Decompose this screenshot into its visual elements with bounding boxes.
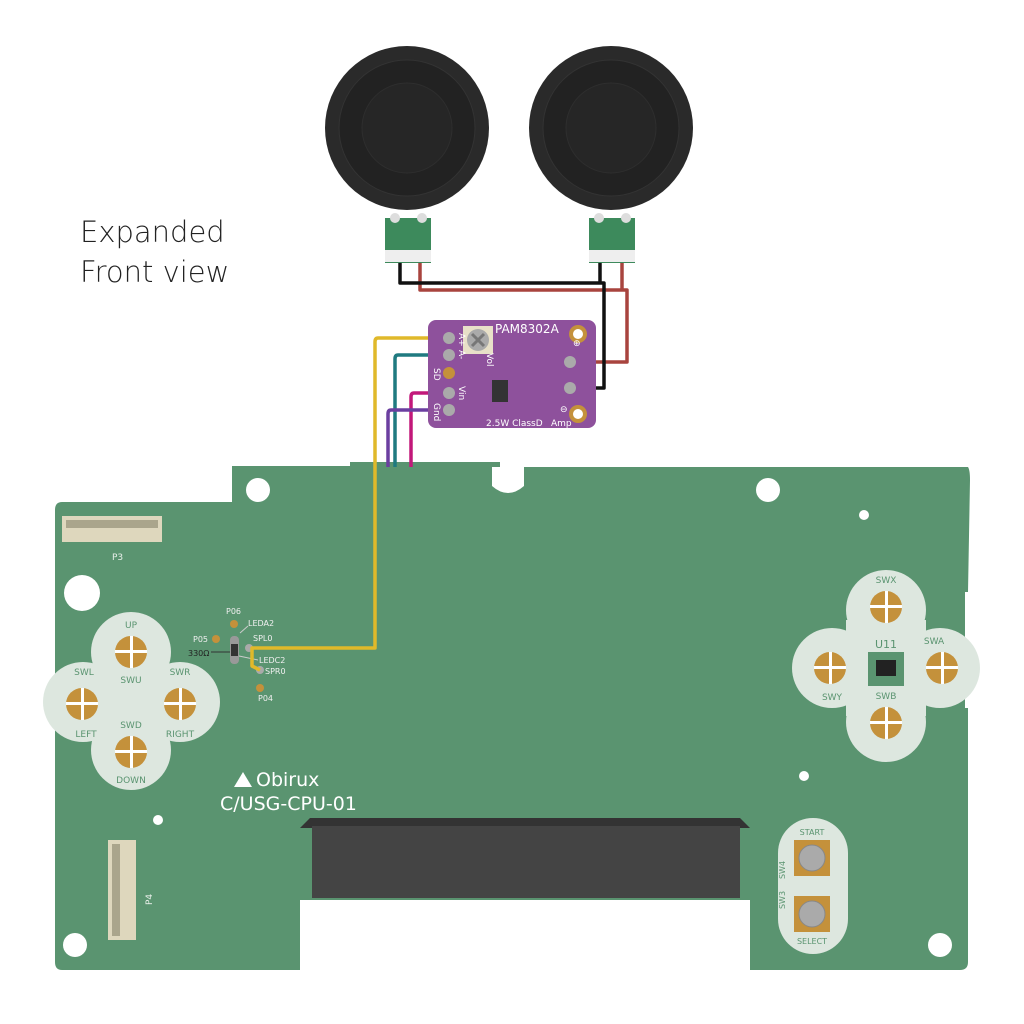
swd-label: SWD xyxy=(120,721,142,731)
vol-label: Vol xyxy=(484,353,494,366)
pcb-board xyxy=(55,462,970,970)
p3-connector xyxy=(62,516,162,542)
brand-label: Obirux xyxy=(256,769,319,791)
wire-vin xyxy=(409,391,447,467)
p4-label: P4 xyxy=(145,894,155,905)
start-button[interactable] xyxy=(798,844,826,872)
swy-label: SWY xyxy=(822,693,843,703)
select-label: SELECT xyxy=(797,937,827,946)
wire-speaker-pos xyxy=(418,255,629,364)
pin-vin-label: Vin xyxy=(456,386,466,400)
mount-hole xyxy=(64,575,100,611)
swx-label: SWX xyxy=(876,576,897,586)
module-subtitle: 2.5W ClassD xyxy=(486,419,543,429)
wire-gnd xyxy=(386,408,447,467)
up-label: UP xyxy=(125,621,138,631)
p06-label: P06 xyxy=(226,607,241,616)
led-speaker-pads xyxy=(211,620,264,692)
right-label: RIGHT xyxy=(166,730,195,740)
spl0-label: SPL0 xyxy=(253,634,272,643)
u11-chip xyxy=(876,660,896,676)
sw3-label: SW3 xyxy=(778,891,787,909)
mount-hole xyxy=(928,933,952,957)
p05-label: P05 xyxy=(193,635,208,644)
pin-gnd-label: Gnd xyxy=(431,403,441,421)
pin-a-plus-label: A+ xyxy=(456,333,466,347)
via-hole xyxy=(799,771,809,781)
mount-hole xyxy=(246,478,270,502)
amp-chip xyxy=(492,380,508,402)
select-button[interactable] xyxy=(798,900,826,928)
wire-a-minus xyxy=(393,353,447,467)
left-label: LEFT xyxy=(75,730,97,740)
pam8302a-module: PAM8302A 2.5W ClassD Amp ⊕ ⊖ Vol A+ A- S… xyxy=(428,320,596,429)
action-pad xyxy=(792,570,980,762)
ledc2-label: LEDC2 xyxy=(259,656,285,665)
wire-a-plus xyxy=(250,336,447,672)
via-hole xyxy=(859,510,869,520)
swb-label: SWB xyxy=(876,692,897,702)
pin-a-minus-label: A- xyxy=(456,350,466,359)
part-number: C/USG-CPU-01 xyxy=(220,793,357,815)
module-amp: Amp xyxy=(551,419,572,429)
sw4-label: SW4 xyxy=(778,861,787,879)
swu-label: SWU xyxy=(120,676,141,686)
module-name: PAM8302A xyxy=(495,322,560,336)
u11-label: U11 xyxy=(875,638,897,651)
start-label: START xyxy=(800,828,825,837)
spr0-label: SPR0 xyxy=(265,667,286,676)
speaker-left xyxy=(325,46,489,263)
resistor-value: 330Ω xyxy=(188,649,209,658)
swa-label: SWA xyxy=(924,637,945,647)
display-connector xyxy=(312,826,740,898)
down-label: DOWN xyxy=(116,776,146,786)
speaker-right xyxy=(529,46,693,263)
caption-line2: Front view xyxy=(80,255,229,289)
brand-logo-icon xyxy=(234,772,252,787)
pin-sd-label: SD xyxy=(431,368,441,381)
swr-label: SWR xyxy=(170,668,191,678)
leda2-label: LEDA2 xyxy=(248,619,274,628)
start-select-pad xyxy=(778,818,848,954)
plus-symbol: ⊕ xyxy=(573,339,581,349)
dpad xyxy=(43,612,220,790)
swl-label: SWL xyxy=(74,668,94,678)
minus-symbol: ⊖ xyxy=(560,405,568,415)
p3-label: P3 xyxy=(112,553,123,563)
caption-line1: Expanded xyxy=(80,215,225,249)
mount-hole xyxy=(756,478,780,502)
p04-label: P04 xyxy=(258,694,273,703)
mount-hole xyxy=(63,933,87,957)
board-notch xyxy=(492,467,524,493)
via-hole xyxy=(153,815,163,825)
